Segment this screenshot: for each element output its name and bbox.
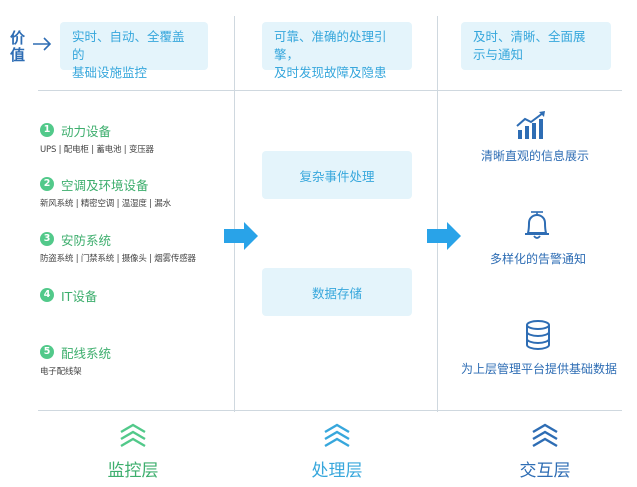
monitoring-item-name: 配线系统	[61, 345, 112, 361]
interaction-label: 多样化的告警通知	[489, 252, 586, 266]
bottom-divider	[38, 410, 622, 411]
chevron-up-layers-icon	[532, 423, 558, 448]
layer-label-interaction: 交互层	[519, 461, 571, 481]
right-arrow-icon	[33, 37, 52, 51]
interaction-label: 清晰直观的信息展示	[480, 149, 589, 163]
value-box-monitoring: 实时、自动、全覆盖的 基础设施监控	[60, 22, 208, 80]
column-divider-1	[234, 16, 235, 412]
monitoring-item-sub: 新风系统 | 精密空调 | 温湿度 | 漏水	[40, 199, 171, 209]
monitoring-item-name: 安防系统	[61, 232, 112, 248]
value-box-line: 可靠、准确的处理引擎，	[274, 29, 387, 62]
monitoring-item-sub: 防盗系统 | 门禁系统 | 摄像头 | 烟雾传感器	[40, 254, 196, 264]
value-box-interaction: 及时、清晰、全面展 示与通知	[461, 22, 611, 70]
monitoring-item-power: 1 动力设备 UPS | 配电柜 | 蓄电池 | 变压器	[40, 121, 230, 155]
value-box-line: 实时、自动、全覆盖的	[72, 29, 185, 62]
flow-arrow-icon	[427, 222, 461, 250]
monitoring-item-security: 3 安防系统 防盗系统 | 门禁系统 | 摄像头 | 烟雾传感器	[40, 230, 230, 264]
monitoring-item-name: IT设备	[61, 288, 98, 304]
monitoring-item-sub: UPS | 配电柜 | 蓄电池 | 变压器	[40, 145, 154, 155]
chevron-up-layers-icon	[324, 423, 350, 448]
number-badge: 2	[40, 177, 54, 191]
monitoring-item-cabling: 5 配线系统 电子配线架	[40, 343, 230, 377]
number-badge: 3	[40, 232, 54, 246]
monitoring-item-it: 4 IT设备	[40, 286, 230, 304]
flow-arrow-icon	[224, 222, 258, 250]
value-box-line: 基础设施监控	[72, 65, 148, 80]
monitoring-item-name: 动力设备	[61, 123, 112, 139]
monitoring-item-hvac: 2 空调及环境设备 新风系统 | 精密空调 | 温湿度 | 漏水	[40, 175, 230, 209]
database-icon	[526, 320, 550, 350]
value-box-line: 及时、清晰、全面展	[473, 29, 586, 44]
number-badge: 5	[40, 345, 54, 359]
layer-label-processing: 处理层	[311, 461, 363, 481]
top-divider	[38, 90, 622, 91]
layer-label-monitoring: 监控层	[107, 461, 159, 481]
interaction-label: 为上层管理平台提供基础数据	[460, 362, 617, 376]
value-label: 价 值	[10, 30, 28, 64]
column-divider-2	[437, 16, 438, 412]
chevron-up-layers-icon	[120, 423, 146, 448]
process-box-complex-event: 复杂事件处理	[262, 151, 412, 199]
value-box-line: 及时发现故障及隐患	[274, 65, 387, 80]
bar-chart-trend-icon	[516, 111, 545, 139]
value-label-char-2: 值	[10, 46, 26, 64]
number-badge: 4	[40, 288, 54, 302]
monitoring-item-sub: 电子配线架	[40, 367, 82, 377]
number-badge: 1	[40, 123, 54, 137]
monitoring-item-name: 空调及环境设备	[61, 177, 149, 193]
bell-icon	[525, 211, 549, 239]
value-box-processing: 可靠、准确的处理引擎， 及时发现故障及隐患	[262, 22, 412, 80]
value-label-char-1: 价	[10, 29, 26, 47]
process-box-data-storage: 数据存储	[262, 268, 412, 316]
value-box-line: 示与通知	[473, 47, 524, 62]
